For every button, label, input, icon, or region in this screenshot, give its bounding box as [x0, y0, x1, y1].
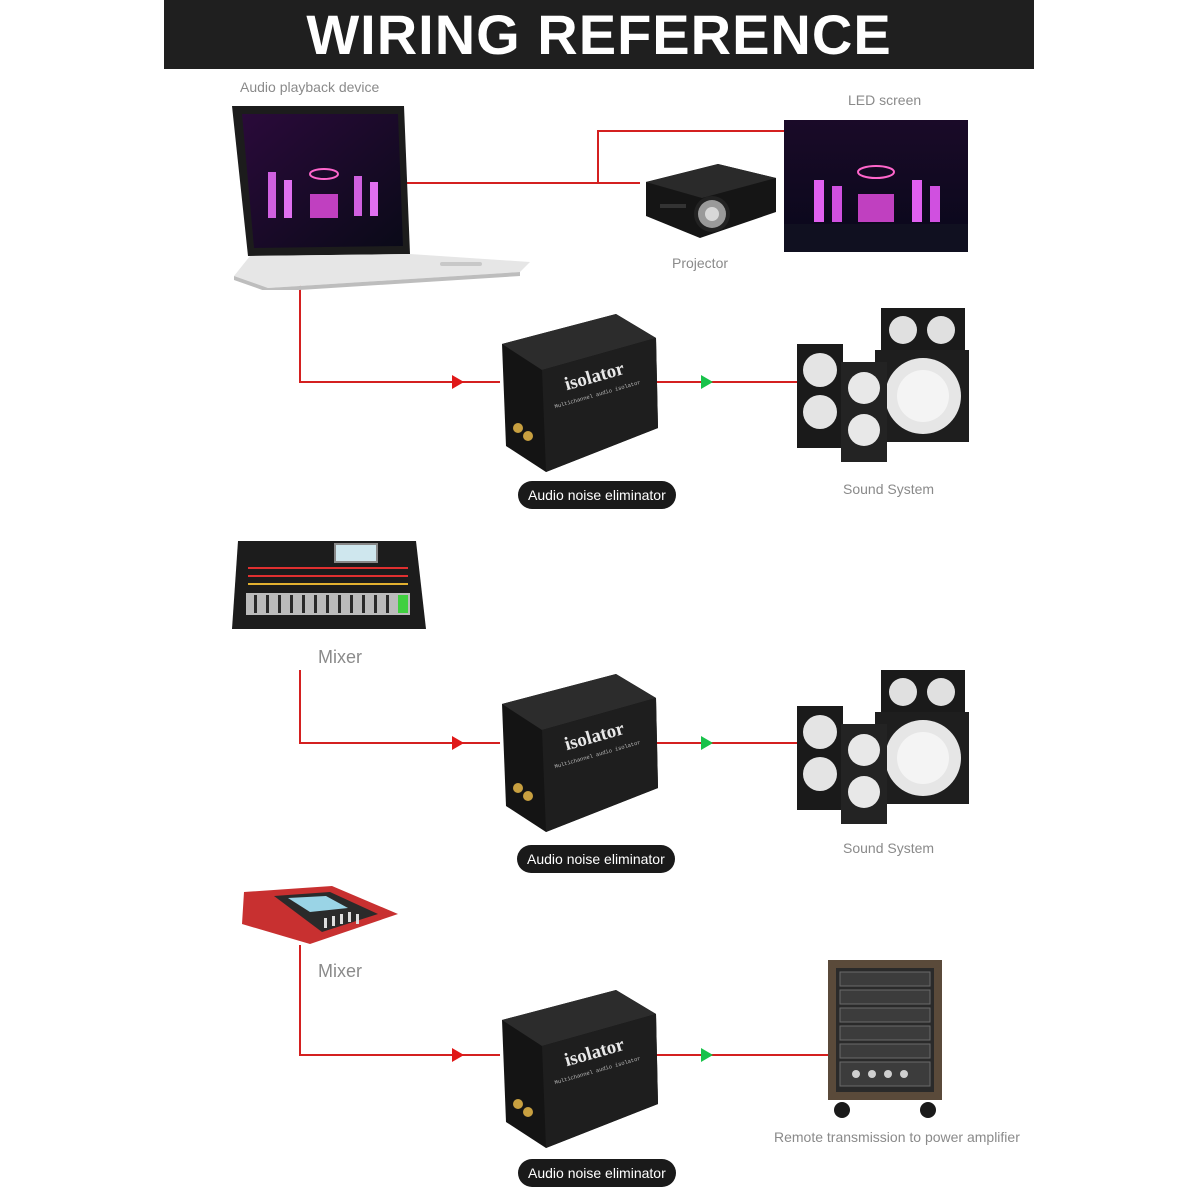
output-arrow-3	[701, 1048, 713, 1062]
projector-label: Projector	[672, 255, 729, 271]
isolator-icon: isolator Multichannel audio isolator	[502, 990, 658, 1148]
speaker-stack-icon	[797, 308, 969, 462]
mixer-label-2: Mixer	[318, 961, 362, 981]
power-amplifier-label: Remote transmission to power amplifier	[774, 1129, 1020, 1145]
led-screen-icon	[784, 120, 968, 252]
isolator-pill-label: Audio noise eliminator	[517, 845, 675, 873]
output-arrow-1	[701, 375, 713, 389]
sound-system-label: Sound System	[843, 840, 935, 856]
isolator-icon: isolator Multichannel audio isolator	[502, 314, 658, 472]
wire-to-led-screen	[597, 130, 784, 183]
output-arrow-2	[701, 736, 713, 750]
page-title: WIRING REFERENCE	[306, 3, 892, 66]
wire-mixer-to-isolator-3	[299, 945, 500, 1056]
sound-system-label: Sound System	[843, 481, 935, 497]
mixer-console-icon	[232, 541, 426, 629]
mixer-console-icon	[242, 886, 398, 944]
input-arrow-2	[452, 736, 464, 750]
wire-laptop-to-isolator-1	[299, 275, 500, 383]
speaker-stack-icon	[797, 670, 969, 824]
isolator-icon: isolator Multichannel audio isolator	[502, 674, 658, 832]
input-arrow-3	[452, 1048, 464, 1062]
isolator-pill-label: Audio noise eliminator	[518, 481, 676, 509]
mixer-label-1: Mixer	[318, 647, 362, 667]
amplifier-rack-icon	[828, 960, 942, 1118]
isolator-pill-label: Audio noise eliminator	[518, 1159, 676, 1187]
input-arrow-1	[452, 375, 464, 389]
header-banner: WIRING REFERENCE	[164, 0, 1034, 69]
wire-mixer-to-isolator-2	[299, 670, 500, 744]
led-screen-label: LED screen	[848, 92, 922, 108]
audio-playback-device-label: Audio playback device	[240, 79, 380, 95]
laptop-icon	[232, 106, 530, 290]
projector-icon	[646, 164, 776, 238]
